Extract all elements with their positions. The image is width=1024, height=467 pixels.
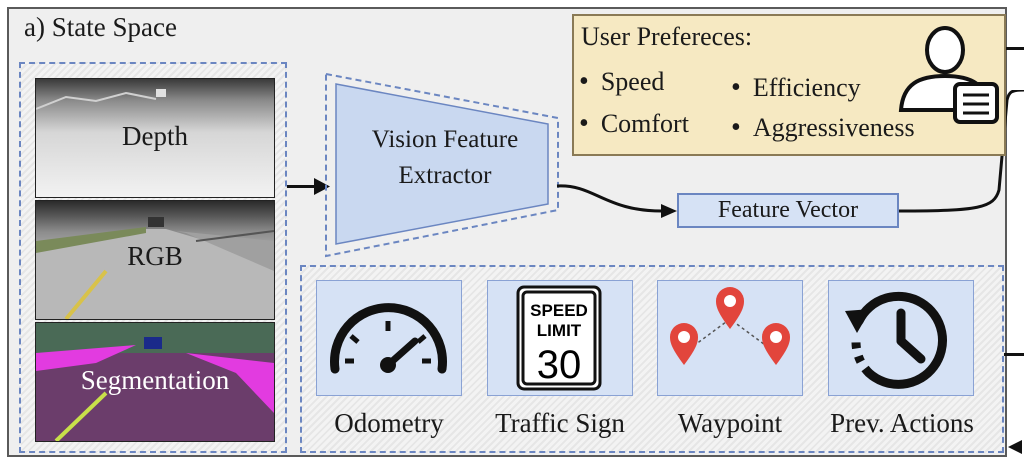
arrow-head-icon <box>314 178 330 195</box>
pin-center-icon <box>716 287 744 329</box>
pref-speed: Speed <box>579 66 665 98</box>
arrow-to-extractor <box>287 185 317 188</box>
waypoint-card <box>657 280 803 396</box>
pref-aggressiveness: Aggressiveness <box>731 112 915 144</box>
speedometer-icon <box>330 303 447 374</box>
waypoint-label: Waypoint <box>677 408 783 438</box>
extractor-line2: Extractor <box>398 162 492 189</box>
sign-value-text: 30 <box>537 343 582 387</box>
pref-comfort: Comfort <box>579 108 689 140</box>
speed-limit-sign-icon: SPEED LIMIT 30 <box>516 285 602 391</box>
waypoint-pins-icon <box>670 287 790 365</box>
arrow-head-left-icon <box>1008 440 1022 454</box>
extractor-label: Vision Feature Extractor <box>340 122 550 194</box>
rgb-label: RGB <box>127 241 183 271</box>
panel-title: a) State Space <box>24 12 177 42</box>
odometry-card <box>316 280 462 396</box>
prev-actions-card <box>828 280 974 396</box>
user-preferences-title: User Prefereces: <box>581 22 753 51</box>
user-settings-icon <box>898 26 999 124</box>
pref-efficiency: Efficiency <box>731 72 861 104</box>
pin-left-icon <box>670 323 698 365</box>
feature-vector-box: Feature Vector <box>677 193 899 228</box>
rgb-image: RGB <box>35 200 275 320</box>
segmentation-label: Segmentation <box>80 365 230 395</box>
feature-vector-output-line <box>899 90 1024 213</box>
prev-actions-label: Prev. Actions <box>830 408 974 438</box>
odometry-label: Odometry <box>334 408 444 438</box>
inputs-output-line <box>1004 353 1024 356</box>
depth-label: Depth <box>122 121 188 151</box>
depth-image: Depth <box>35 78 275 198</box>
arrow-to-feature-vector <box>556 184 677 218</box>
user-pref-output-line <box>1006 47 1024 50</box>
vision-feature-extractor <box>325 72 559 258</box>
sign-limit-text: LIMIT <box>537 321 582 340</box>
image-stack: Depth RGB Segmentation <box>19 62 287 453</box>
history-clock-icon <box>845 291 947 389</box>
traffic-sign-card: SPEED LIMIT 30 <box>487 280 633 396</box>
sign-speed-text: SPEED <box>530 301 588 320</box>
extractor-line1: Vision Feature <box>371 126 519 153</box>
segmentation-image: Segmentation <box>35 322 275 442</box>
pin-right-icon <box>762 323 790 365</box>
traffic-sign-label: Traffic Sign <box>495 408 625 438</box>
